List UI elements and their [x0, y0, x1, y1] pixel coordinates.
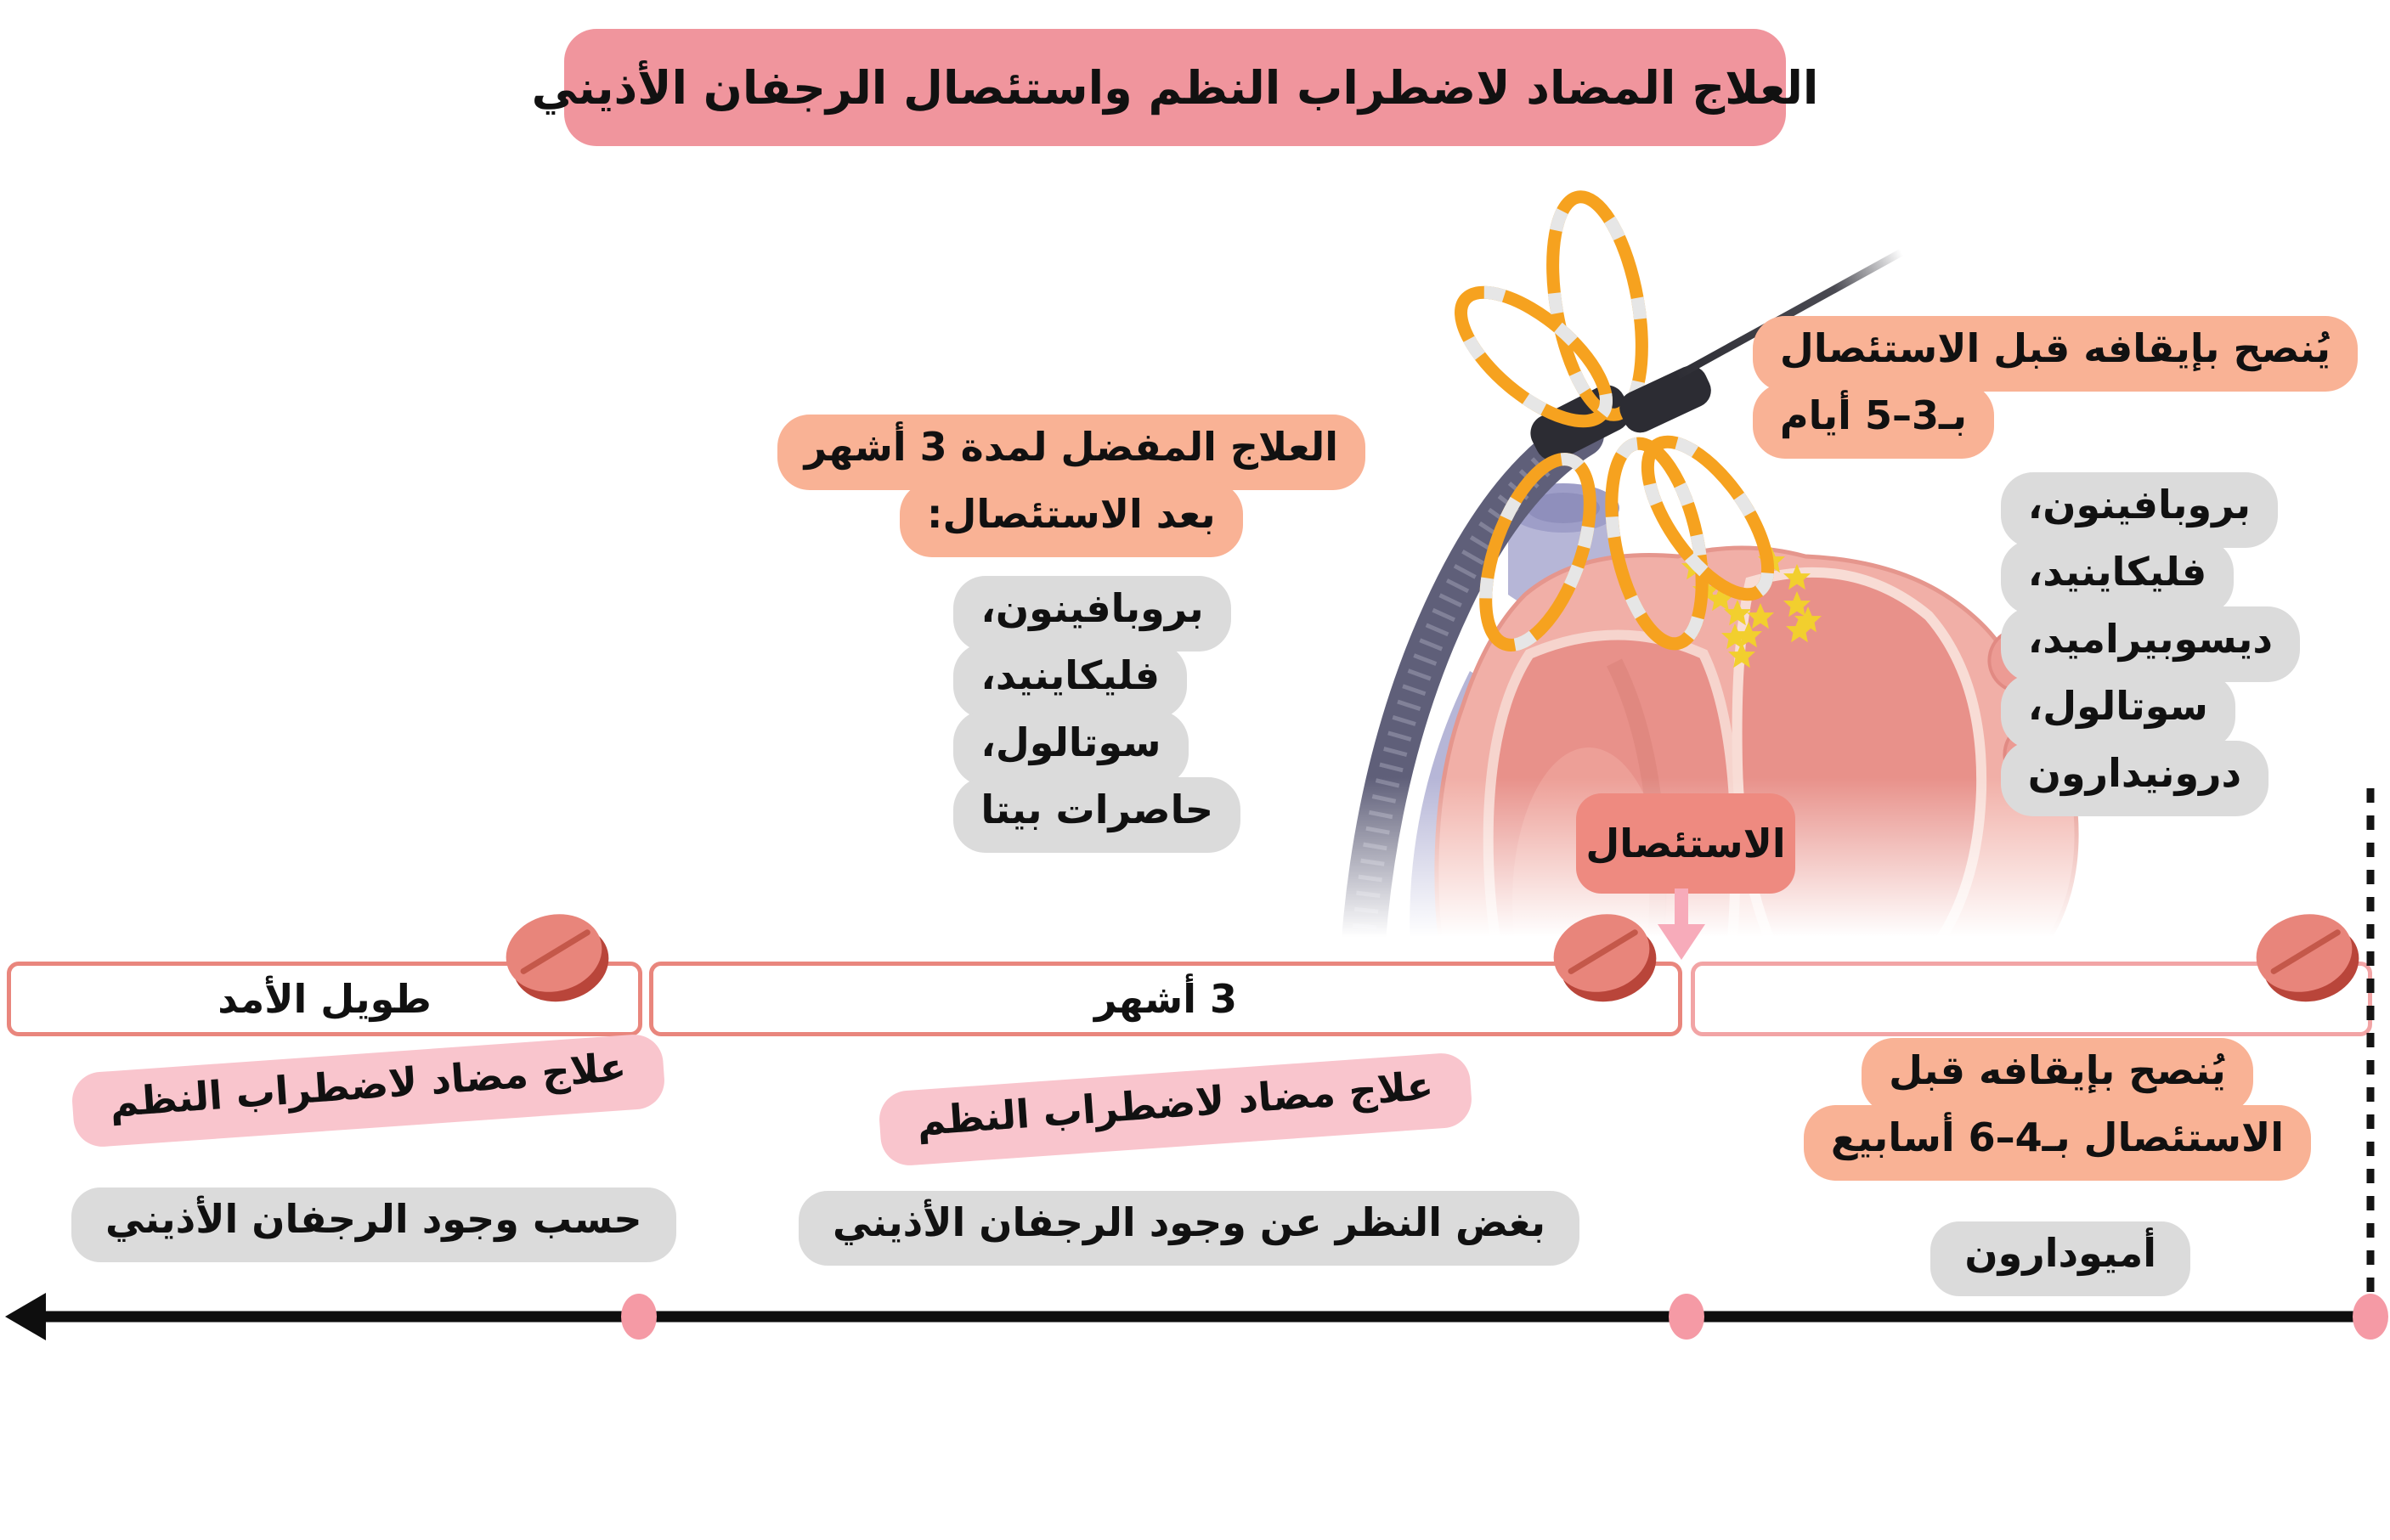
- long-term-condition-text: حسب وجود الرجفان الأذيني: [105, 1196, 642, 1242]
- timeline-dot: [1669, 1294, 1704, 1340]
- long-term-treatment-note: علاج مضاد لاضطراب النظم: [70, 1032, 667, 1149]
- timeline-period-label: طويل الأمد: [218, 976, 432, 1022]
- drug-item: سوتالول،: [953, 710, 1189, 786]
- drug-item: درونيدارون: [2000, 741, 2269, 816]
- post-ablation-note: العلاج المفضل لمدة 3 أشهر بعد الاستئصال:: [777, 415, 1365, 557]
- time-axis: [5, 1293, 2377, 1340]
- drug-item: ديسوبيراميد،: [2000, 606, 2300, 682]
- post-ablation-drug-list: بروبافينون، فليكاينيد، سوتالول، حاصرات ب…: [953, 576, 1240, 853]
- three-months-condition-text: بغض النظر عن وجود الرجفان الأذيني: [833, 1199, 1545, 1245]
- timeline-period-three-months: 3 أشهر: [649, 962, 1682, 1036]
- stop-before-weeks-line1: يُنصح بإيقافه قبل: [1862, 1038, 2253, 1114]
- drug-item: حاصرات بيتا: [953, 777, 1240, 853]
- drug-item: بروبافينون،: [2000, 472, 2279, 548]
- three-months-condition-note: بغض النظر عن وجود الرجفان الأذيني: [799, 1191, 1579, 1266]
- ablation-label-text: الاستئصال: [1585, 821, 1786, 866]
- amiodarone-note: أميودارون: [1930, 1221, 2190, 1296]
- stop-before-days-note: يُنصح بإيقافه قبل الاستئصال بـ3–5 أيام: [1752, 316, 2358, 459]
- drug-item: فليكاينيد،: [953, 643, 1187, 719]
- timeline-period-long-term: طويل الأمد: [7, 962, 642, 1036]
- stop-before-days-line2: بـ3–5 أيام: [1752, 383, 1994, 459]
- timeline-dot: [621, 1294, 657, 1340]
- long-term-condition-note: حسب وجود الرجفان الأذيني: [71, 1187, 676, 1262]
- page-title-text: العلاج المضاد لاضطراب النظم واستئصال الر…: [531, 60, 1819, 115]
- stop-before-weeks-note: يُنصح بإيقافه قبل الاستئصال بـ4–6 أسابيع: [1803, 1038, 2311, 1181]
- axis-left-arrow-icon: [5, 1293, 46, 1340]
- amiodarone-text: أميودارون: [1964, 1230, 2156, 1276]
- drug-item: فليكاينيد،: [2000, 539, 2235, 615]
- timeline-dot: [2353, 1294, 2388, 1340]
- three-months-treatment-note: علاج مضاد لاضطراب النظم: [877, 1051, 1474, 1168]
- post-ablation-line1: العلاج المفضل لمدة 3 أشهر: [777, 415, 1365, 490]
- stop-before-weeks-line2: الاستئصال بـ4–6 أسابيع: [1803, 1105, 2311, 1181]
- ablation-label: الاستئصال: [1576, 793, 1795, 894]
- stop-before-days-line1: يُنصح بإيقافه قبل الاستئصال: [1752, 316, 2358, 392]
- stop-before-days-drug-list: بروبافينون، فليكاينيد، ديسوبيراميد، سوتا…: [2000, 472, 2300, 816]
- drug-item: سوتالول،: [2000, 674, 2235, 749]
- drug-item: بروبافينون،: [953, 576, 1231, 652]
- guidewire-needle-icon: [1675, 249, 1904, 379]
- long-term-treatment-text: علاج مضاد لاضطراب النظم: [108, 1043, 628, 1126]
- timeline-period-post-ablation: [1691, 962, 2372, 1036]
- page-title: العلاج المضاد لاضطراب النظم واستئصال الر…: [532, 29, 1818, 146]
- three-months-treatment-text: علاج مضاد لاضطراب النظم: [915, 1062, 1435, 1145]
- post-ablation-line2: بعد الاستئصال:: [900, 482, 1243, 557]
- timeline-period-label: 3 أشهر: [1093, 976, 1238, 1022]
- lasso-catheter-icon: [1455, 190, 1775, 652]
